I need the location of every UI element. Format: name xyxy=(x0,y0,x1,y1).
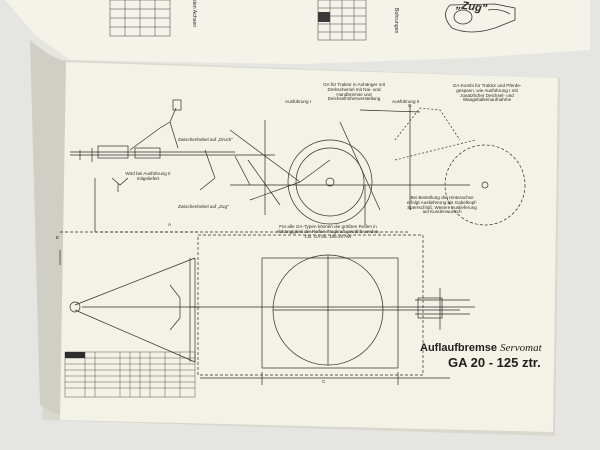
label-bei-bestellung: Bei Bestellung der Hinterachse erfolgt A… xyxy=(406,195,478,215)
title-line-2: GA 20 - 125 ztr. xyxy=(448,355,541,370)
label-ga-traktor: GA für Traktor in Anhänger mit Drehschem… xyxy=(323,82,385,102)
spec-table xyxy=(64,351,196,398)
label-zwischenhebel-druck: Zwischenhebel auf „Druck" xyxy=(178,137,233,142)
dimension-G: G xyxy=(408,103,412,108)
side-view-drawing xyxy=(60,99,526,233)
dimension-C: C xyxy=(322,379,326,384)
label-zwischenhebel-zug: Zwischenhebel auf „Zug" xyxy=(178,204,229,209)
label-alle-ga-typen: Für alle GA-Typen können die größten Rei… xyxy=(276,224,380,239)
upper-page-margin-text-2: den Achsen xyxy=(191,0,197,28)
title-line-1: Auflaufbremse Servomat xyxy=(420,342,542,355)
dimension-A: A xyxy=(168,222,172,227)
top-view-drawing xyxy=(59,234,475,385)
title-auflaufbremse: Auflaufbremse xyxy=(420,342,498,354)
table-header-dark xyxy=(318,12,330,22)
heading-partial: Zug xyxy=(460,0,483,15)
dimension-E: E xyxy=(56,235,60,240)
label-ga-kombi: GA-Kombi für Traktor und Pferde- gespann… xyxy=(452,83,522,103)
label-ausfuehrung-2: Ausführung II xyxy=(392,99,420,104)
upper-page-table-left xyxy=(109,0,171,37)
main-page xyxy=(60,62,558,432)
label-ausfuehrung-1-left: Ausführung I xyxy=(285,99,312,104)
upper-page xyxy=(5,0,590,64)
upper-page-margin-text-1: Bohrungen xyxy=(393,8,399,34)
spec-table-header-cell xyxy=(65,352,85,358)
label-wird-bei: Wird bei Ausführung II mitgeliefert xyxy=(125,171,171,181)
upper-page-coupling-sketch xyxy=(445,3,516,33)
title-brand: Servomat xyxy=(500,342,542,354)
